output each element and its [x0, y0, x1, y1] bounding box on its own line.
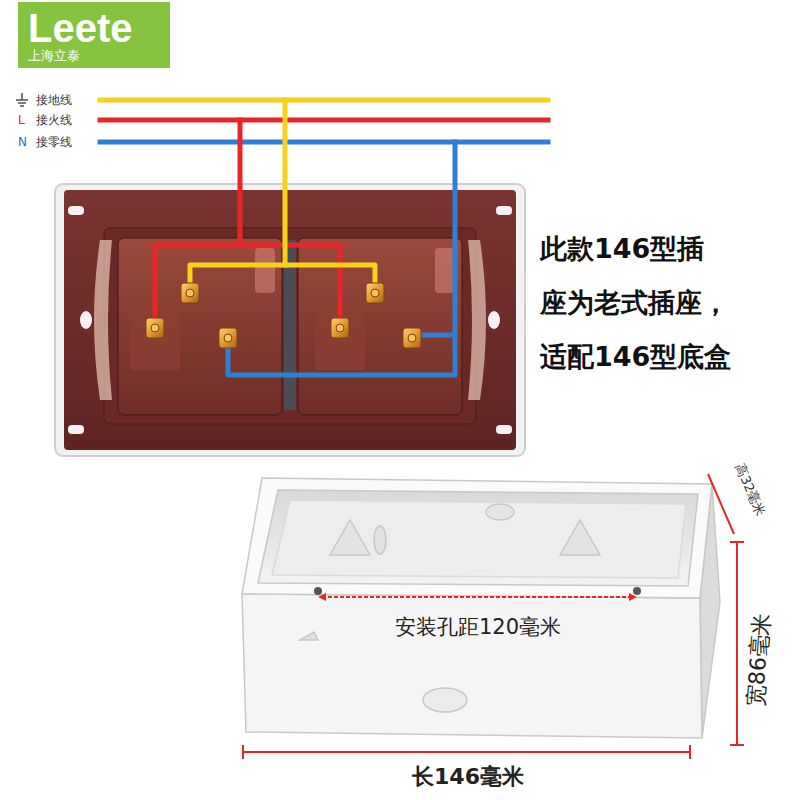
- dimension-label: 宽86毫米: [743, 612, 776, 708]
- wire-label: 接零线: [36, 135, 72, 149]
- phase-letter: L: [18, 113, 25, 127]
- dimension-label: 长146毫米: [412, 764, 524, 790]
- wire-label: 接火线: [36, 113, 72, 127]
- ground-symbol: [16, 93, 28, 106]
- back-box: [242, 478, 720, 738]
- dimension-label: 安装孔距120毫米: [395, 615, 561, 640]
- wire-label: 接地线: [36, 93, 72, 107]
- description-note: 此款146型插 座为老式插座， 适配146型底盒: [540, 222, 792, 384]
- dimension-label: 高32毫米: [732, 461, 769, 518]
- logo-company: 上海立泰: [28, 48, 160, 64]
- dimension-lines: [243, 474, 744, 759]
- logo-box: Leete上海立泰: [18, 2, 170, 68]
- terminals: [146, 283, 421, 348]
- phase-letter: N: [18, 135, 27, 149]
- wiring: [100, 100, 548, 375]
- logo-wordmark: Leete: [28, 8, 160, 48]
